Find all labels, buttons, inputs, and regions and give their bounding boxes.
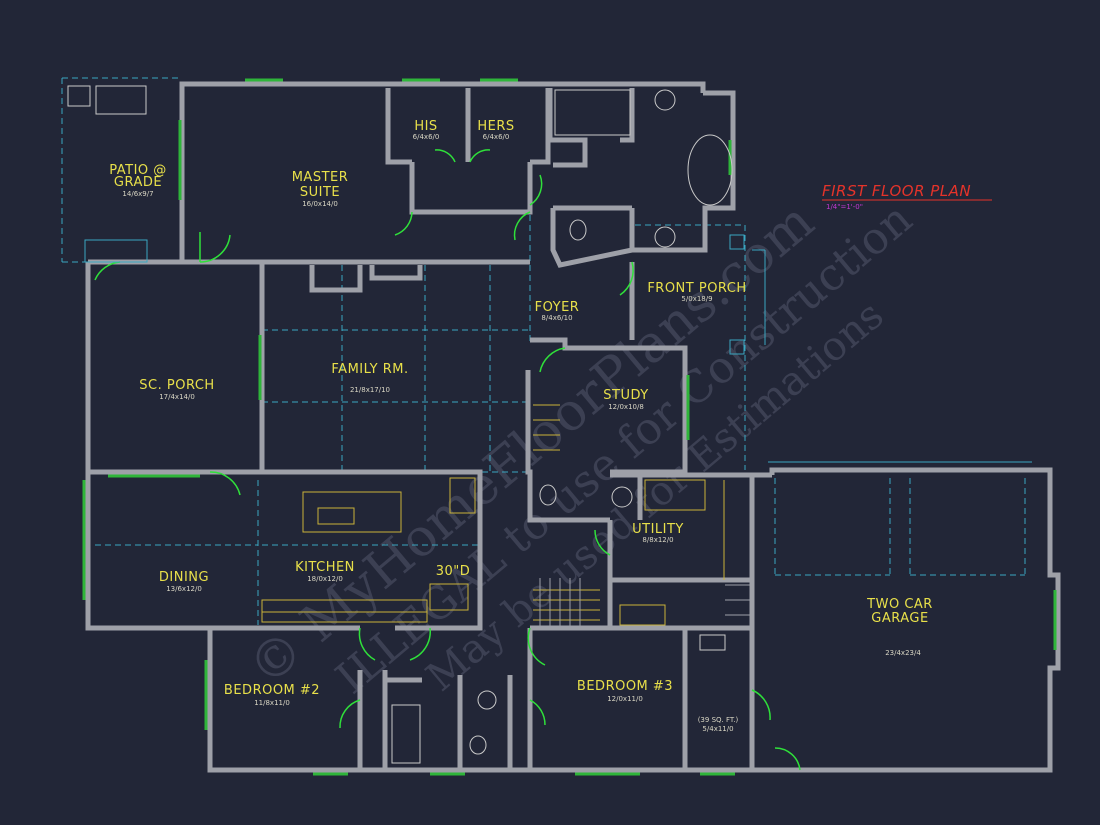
title-block: FIRST FLOOR PLAN 1/4"=1'-0"	[822, 182, 992, 211]
study-label: STUDY	[603, 388, 648, 403]
bedroom3-label: BEDROOM #3	[577, 679, 673, 694]
bedroom3-dims: 12/0x11/0	[607, 695, 643, 703]
hers-dims: 6/4x6/0	[483, 133, 510, 141]
master-label-1: MASTER	[292, 170, 349, 185]
windows	[82, 78, 1057, 776]
dining-dims: 13/6x12/0	[166, 585, 202, 593]
sc-porch-dims: 17/4x14/0	[159, 393, 195, 401]
kitchen-note: 30"D	[436, 564, 471, 579]
stairs	[539, 578, 752, 628]
master-dims: 16/0x14/0	[302, 200, 338, 208]
his-label: HIS	[414, 119, 437, 134]
garage-label-2: GARAGE	[871, 611, 928, 626]
utility-dims: 8/8x12/0	[642, 536, 673, 544]
hers-label: HERS	[477, 119, 514, 134]
garage-label-1: TWO CAR	[866, 597, 933, 612]
dining-label: DINING	[159, 570, 209, 585]
bedroom2-label: BEDROOM #2	[224, 683, 320, 698]
plan-scale: 1/4"=1'-0"	[826, 203, 863, 211]
study-dims: 12/0x10/8	[608, 403, 644, 411]
foyer-label: FOYER	[535, 300, 580, 315]
master-label-2: SUITE	[300, 185, 340, 200]
front-porch-label: FRONT PORCH	[647, 281, 746, 296]
cabinetry	[261, 404, 725, 626]
sc-porch-label: SC. PORCH	[139, 378, 214, 393]
plan-title: FIRST FLOOR PLAN	[822, 182, 971, 200]
family-label: FAMILY RM.	[331, 362, 408, 377]
doors	[94, 149, 801, 771]
utility-label: UTILITY	[632, 522, 684, 537]
kitchen-dims: 18/0x12/0	[307, 575, 343, 583]
foyer-dims: 8/4x6/10	[541, 314, 572, 322]
patio-dims: 14/6x9/7	[122, 190, 153, 198]
patio-label-1: PATIO @	[109, 163, 167, 178]
patio-outline	[84, 234, 1032, 463]
bedroom2-dims: 11/8x11/0	[254, 699, 290, 707]
storage-dims: 5/4x11/0	[702, 725, 733, 733]
front-porch-dims: 5/0x18/9	[681, 295, 712, 303]
walls	[85, 81, 1061, 773]
garage-dims: 23/4x23/4	[885, 649, 921, 657]
his-dims: 6/4x6/0	[413, 133, 440, 141]
patio-label-2: GRADE	[114, 175, 162, 190]
room-labels: PATIO @ GRADE 14/6x9/7 MASTER SUITE 16/0…	[109, 119, 933, 733]
storage-area: (39 SQ. FT.)	[698, 716, 739, 724]
family-dims: 21/8x17/10	[350, 386, 390, 394]
bath-fixtures	[67, 85, 733, 764]
kitchen-label: KITCHEN	[295, 560, 355, 575]
